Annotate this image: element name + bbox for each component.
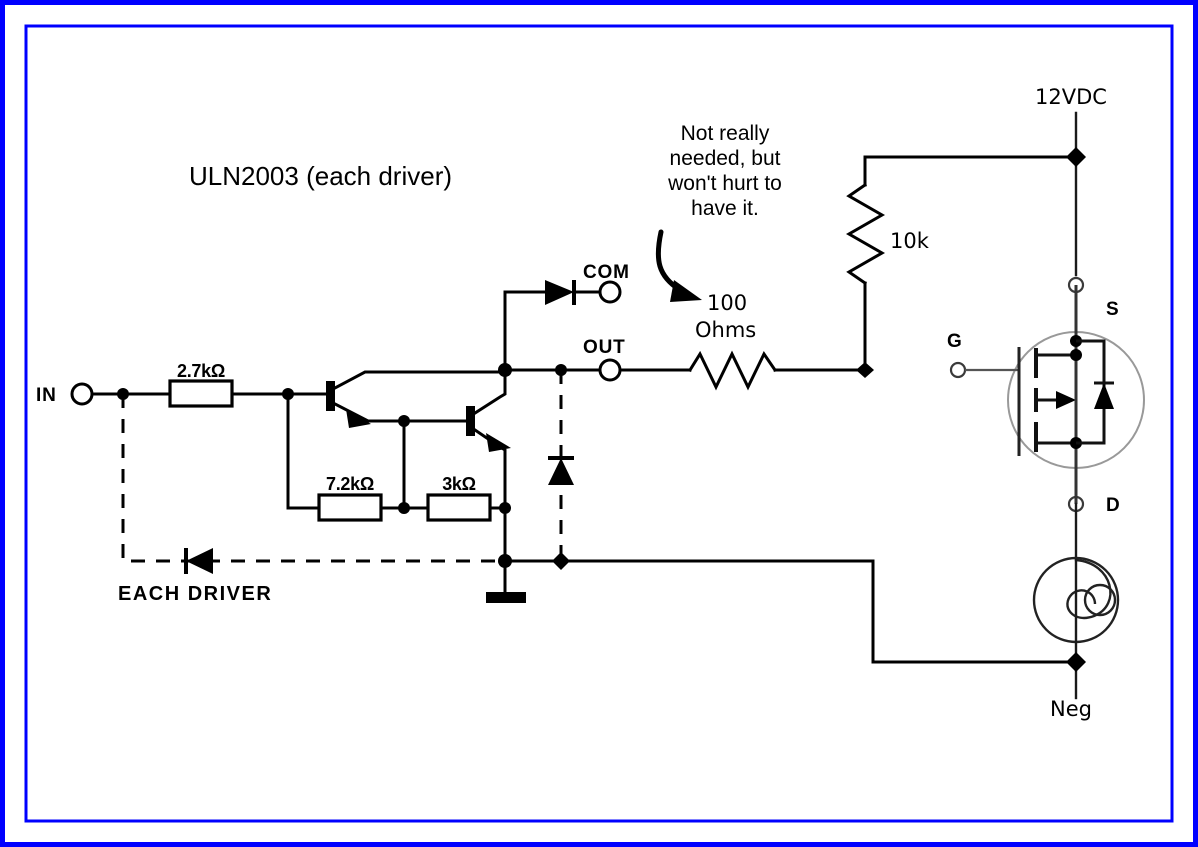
resistor-10k-label: 10k: [890, 229, 930, 253]
q1-emitter-lead: [332, 401, 472, 423]
motor-inner-circle: [1083, 583, 1117, 617]
supply-label: 12VDC: [1035, 85, 1107, 109]
motor-load: Neg: [1032, 502, 1120, 721]
mosfet-gate-label: G: [947, 331, 962, 352]
mosfet: S D G: [947, 276, 1145, 516]
flyback-diode-triangle: [548, 458, 574, 485]
dashed-boundary: [121, 394, 512, 563]
note-line-4: have it.: [691, 197, 759, 220]
resistor-100-zigzag: [687, 350, 778, 391]
darlington-pair: 7.2kΩ 3kΩ: [286, 370, 511, 522]
resistor-100-label-line1: 100: [707, 291, 747, 315]
ground-section: [486, 506, 1078, 664]
series-gate-resistor: 100 Ohms: [618, 291, 867, 391]
mosfet-gate-pin[interactable]: [949, 361, 967, 379]
note-line-1: Not really: [681, 122, 770, 145]
junction-supply: [1066, 147, 1086, 167]
input-section: IN 2.7kΩ: [36, 361, 332, 408]
note-line-3: won't hurt to: [667, 172, 782, 195]
com-terminal-label: COM: [583, 262, 630, 283]
mosfet-body-diode-triangle: [1094, 383, 1114, 409]
q2-emitter-arrow: [486, 433, 511, 452]
annotation-note: Not really needed, but won't hurt to hav…: [655, 122, 782, 302]
resistor-7k2-body: [317, 493, 383, 522]
q1-base-bar: [326, 381, 335, 411]
junction-q2-base: [398, 415, 410, 427]
resistor-100-label-line2: Ohms: [695, 318, 756, 342]
page-title: ULN2003 (each driver): [189, 161, 452, 191]
resistor-3k-label: 3kΩ: [442, 474, 476, 494]
pullup-resistor-section: 10k: [845, 155, 1078, 378]
note-line-2: needed, but: [670, 147, 781, 170]
mosfet-bulk-arrow: [1056, 391, 1076, 409]
wire-ground-to-neg: [503, 559, 1078, 664]
in-terminal-label: IN: [36, 385, 57, 406]
out-terminal-node[interactable]: [598, 358, 622, 382]
neg-terminal-label: Neg: [1050, 697, 1092, 721]
motor-spiral: [1066, 558, 1112, 620]
resistor-7k2-label: 7.2kΩ: [326, 474, 374, 494]
com-terminal-node[interactable]: [598, 280, 622, 304]
each-driver-dashed-outline: EACH DRIVER: [118, 394, 512, 605]
mosfet-node-gate-tap: [1070, 349, 1082, 361]
each-driver-label: EACH DRIVER: [118, 583, 272, 605]
ground-symbol: [486, 592, 526, 603]
q1-emitter-arrow: [346, 409, 371, 428]
mosfet-drain-label: D: [1106, 495, 1120, 516]
supply-section: 12VDC: [1035, 85, 1107, 277]
junction-neg: [1066, 652, 1086, 672]
mosfet-source-label: S: [1106, 299, 1119, 320]
resistor-2k7-body: [168, 379, 234, 408]
com-diode-triangle: [545, 280, 574, 305]
output-section: COM OUT: [498, 262, 630, 561]
q2-base-bar: [466, 406, 475, 436]
resistor-3k-body: [426, 493, 492, 522]
q2-collector-lead: [472, 370, 507, 416]
note-arrow-head: [670, 280, 702, 302]
junction-gate-node: [856, 362, 874, 378]
resistor-2k7-label: 2.7kΩ: [177, 361, 225, 381]
q1-collector-lead: [332, 370, 507, 391]
out-terminal-label: OUT: [583, 337, 626, 358]
in-terminal-node[interactable]: [70, 382, 94, 406]
wire-7k2-left: [286, 392, 321, 510]
resistor-10k-zigzag: [845, 182, 886, 286]
each-driver-diode-triangle: [186, 548, 213, 574]
